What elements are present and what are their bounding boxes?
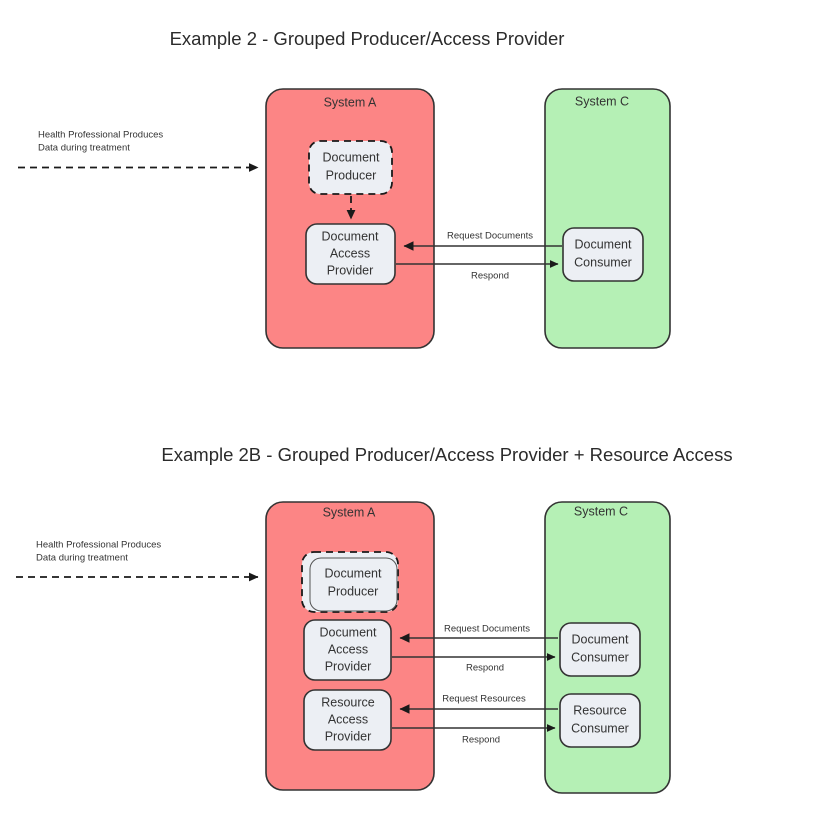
edge-label-request-resources-2b: Request Resources	[442, 694, 526, 705]
node-label-document-access-provider-2b-line-2: Access	[328, 642, 368, 656]
note-line-2-example-2b: Data during treatment	[36, 553, 128, 564]
container-system-c	[544, 88, 671, 349]
node-document-producer-2b[interactable]	[309, 557, 398, 612]
note-line-1-example-2: Health Professional Produces	[38, 130, 163, 141]
page-title-example-2b: Example 2B - Grouped Producer/Access Pro…	[161, 444, 732, 465]
edge-label-respond-documents-example-2: Respond	[471, 271, 509, 282]
note-line-2-example-2: Data during treatment	[38, 143, 130, 154]
node-label-document-consumer-2b-line-2: Consumer	[571, 650, 629, 664]
node-label-document-consumer-line-1: Document	[575, 237, 632, 251]
note-line-1-example-2b: Health Professional Produces	[36, 540, 161, 551]
diagram-example-2b: Example 2B - Grouped Producer/Access Pro…	[16, 444, 733, 794]
container-label-system-a: System A	[324, 95, 377, 109]
node-label-document-producer-line-2: Producer	[326, 168, 377, 182]
node-label-resource-consumer-2b-line-1: Resource	[573, 703, 627, 717]
node-label-resource-access-provider-2b-line-2: Access	[328, 712, 368, 726]
node-document-consumer-2b[interactable]	[559, 622, 641, 677]
node-label-document-producer-line-1: Document	[323, 150, 380, 164]
node-document-producer-example-2[interactable]	[308, 140, 393, 195]
page-title-example-2: Example 2 - Grouped Producer/Access Prov…	[170, 28, 565, 49]
node-label-resource-access-provider-2b-line-3: Provider	[325, 729, 372, 743]
node-label-document-producer-2b-line-2: Producer	[328, 584, 379, 598]
node-resource-access-provider-2b[interactable]	[303, 689, 392, 751]
node-label-document-access-provider-2b-line-3: Provider	[325, 659, 372, 673]
container-label-system-c: System C	[575, 94, 629, 108]
diagram-example-2: Example 2 - Grouped Producer/Access Prov…	[18, 28, 671, 349]
container-label-system-a-2b: System A	[323, 505, 376, 519]
node-label-document-access-provider-line-1: Document	[322, 229, 379, 243]
container-system-a	[265, 88, 435, 349]
edge-label-respond-resources-2b: Respond	[462, 735, 500, 746]
node-document-access-provider-example-2[interactable]	[305, 223, 396, 285]
container-label-system-c-2b: System C	[574, 504, 628, 518]
node-label-document-producer-2b-line-1: Document	[325, 566, 382, 580]
edge-label-request-documents-example-2: Request Documents	[447, 231, 533, 242]
node-label-resource-access-provider-2b-line-1: Resource	[321, 695, 375, 709]
node-label-document-access-provider-line-3: Provider	[327, 263, 374, 277]
node-label-document-access-provider-line-2: Access	[330, 246, 370, 260]
node-resource-consumer-2b[interactable]	[559, 693, 641, 748]
node-label-document-consumer-line-2: Consumer	[574, 255, 632, 269]
node-document-access-provider-2b[interactable]	[303, 619, 392, 681]
node-label-document-access-provider-2b-line-1: Document	[320, 625, 377, 639]
node-label-resource-consumer-2b-line-2: Consumer	[571, 721, 629, 735]
node-label-document-consumer-2b-line-1: Document	[572, 632, 629, 646]
edge-label-respond-documents-2b: Respond	[466, 663, 504, 674]
node-document-consumer-example-2[interactable]	[562, 227, 644, 282]
edge-label-request-documents-2b: Request Documents	[444, 624, 530, 635]
